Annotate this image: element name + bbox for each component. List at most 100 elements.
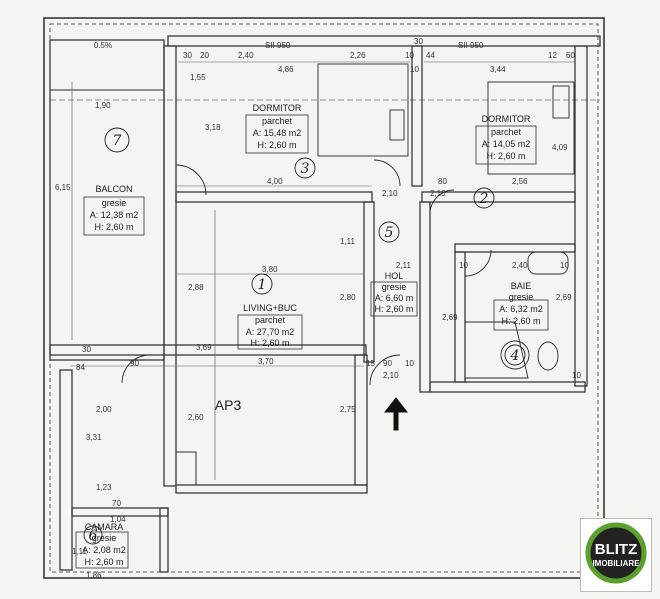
- label-box-dormitor1: [245, 114, 309, 154]
- doors: [121, 159, 492, 386]
- room-height-dormitor1: H: 2,60 m: [257, 140, 296, 150]
- dim-label: 3,31: [86, 433, 102, 442]
- bathtub-drain-circle: [500, 340, 530, 370]
- sink: [527, 251, 569, 275]
- living-south-wall: [49, 344, 367, 356]
- room-floor-living: parchet: [255, 315, 286, 325]
- room-number-circle-3: [294, 157, 316, 179]
- room-floor-balcon: gresie: [102, 198, 127, 208]
- room-label-boxes: [75, 114, 549, 569]
- room-title-balcon: BALCON: [95, 184, 132, 194]
- room-number-circle-6: [83, 525, 103, 545]
- logo-text-blitz: BLITZ: [594, 541, 638, 558]
- label-box-camara: [75, 531, 129, 569]
- dim-label: 2,26: [350, 51, 366, 60]
- dim-label: 2,11: [396, 261, 412, 270]
- pillow-1: [389, 109, 405, 141]
- dim-label: 1,86: [86, 571, 102, 580]
- dim-label: 2,10: [430, 189, 446, 198]
- label-box-baie: [493, 299, 549, 331]
- room-title-dormitor2: DORMITOR: [482, 114, 531, 124]
- dim-label: 20: [200, 51, 209, 60]
- toilet: [537, 341, 559, 371]
- dim-label: 10: [405, 359, 414, 368]
- dim-label: 4,00: [267, 177, 283, 186]
- west-wall: [163, 45, 177, 487]
- entrance-arrow-icon: [383, 397, 409, 431]
- dim-label: 84: [76, 363, 85, 372]
- walls: [43, 17, 605, 579]
- pillow-2: [552, 85, 570, 119]
- dim-label: 90: [130, 359, 139, 368]
- dim-label: 10: [405, 51, 414, 60]
- room-number-4: 4: [510, 348, 520, 364]
- dim-label: 2,10: [382, 189, 398, 198]
- room-area-dormitor1: A: 15,48 m2: [253, 128, 302, 138]
- room-number-3: 3: [301, 161, 310, 177]
- dim-label: 2,75: [340, 405, 356, 414]
- dim-label: 2,88: [188, 283, 204, 292]
- pantry-east-wall: [159, 507, 169, 573]
- room-title-dormitor1: DORMITOR: [253, 103, 302, 113]
- dim-label: 70: [112, 499, 121, 508]
- dim-label: 30: [183, 51, 192, 60]
- room-area-dormitor2: A: 14,05 m2: [482, 139, 531, 149]
- dim-label: 10: [410, 65, 419, 74]
- room-height-camara: H: 2,60 m: [84, 557, 123, 567]
- dim-label: 3,80: [262, 265, 278, 274]
- dim-label: 44: [426, 51, 435, 60]
- label-box-hol: [370, 281, 418, 317]
- bedroom2-south-wall: [421, 191, 576, 203]
- room-area-living: A: 27,70 m2: [246, 327, 295, 337]
- dimension-lines: [70, 61, 575, 480]
- dim-label: 2,80: [340, 293, 356, 302]
- door-arc-bath: [464, 249, 492, 277]
- bath-south-wall: [429, 381, 586, 393]
- bath-north-wall: [454, 243, 576, 253]
- room-area-baie: A: 6,32 m2: [499, 304, 543, 314]
- dim-label: 60: [566, 51, 575, 60]
- room-number-circle-4: [504, 344, 526, 366]
- pantry-west-wall: [59, 369, 73, 571]
- dim-label: 15: [366, 359, 375, 368]
- dim-label: 3,18: [205, 123, 221, 132]
- dim-label: 2,69: [556, 293, 572, 302]
- bedroom-partition: [411, 45, 423, 187]
- room-numbers: [83, 127, 526, 545]
- outer-boundary: [43, 17, 605, 579]
- logo-ring-icon: [585, 522, 647, 584]
- top-wall: [167, 35, 601, 47]
- room-height-dormitor2: H: 2,60 m: [486, 151, 525, 161]
- east-wall: [574, 45, 588, 387]
- room-height-baie: H: 2,60 m: [501, 316, 540, 326]
- room-area-balcon: A: 12,38 m2: [90, 210, 139, 220]
- bathtub: [464, 321, 529, 379]
- logo-text-imobiliare: IMOBILIARE: [592, 559, 640, 568]
- room-number-2: 2: [479, 191, 489, 207]
- dim-label: 1,11: [340, 237, 356, 246]
- room-number-7: 7: [113, 133, 122, 149]
- room-number-6: 6: [89, 528, 98, 544]
- room-number-circle-1: [251, 273, 273, 295]
- dim-label: 12: [548, 51, 557, 60]
- dim-label: 2,69: [442, 313, 458, 322]
- dim-label: 2,60: [188, 413, 204, 422]
- dim-label: 2,56: [512, 177, 528, 186]
- label-box-dormitor2: [475, 125, 537, 165]
- room-title-living: LIVING+BUC: [243, 303, 297, 313]
- room-floor-camara: gresie: [92, 533, 117, 543]
- agency-logo: BLITZ IMOBILIARE: [580, 518, 652, 592]
- room-floor-hol: gresie: [382, 282, 407, 292]
- dim-label: 30: [82, 345, 91, 354]
- apartment-label: AP3: [215, 397, 242, 413]
- dim-label: 10: [459, 261, 468, 270]
- dim-label: 80: [438, 177, 447, 186]
- dim-label: 2,40: [238, 51, 254, 60]
- dim-label: 10: [560, 261, 569, 270]
- room-area-camara: A: 2,08 m2: [82, 545, 126, 555]
- door-arc-balcony: [121, 354, 151, 384]
- hall-east-wall: [419, 201, 431, 393]
- room-title-hol: HOL: [385, 271, 404, 281]
- room-area-hol: A: 6,60 m: [375, 293, 414, 303]
